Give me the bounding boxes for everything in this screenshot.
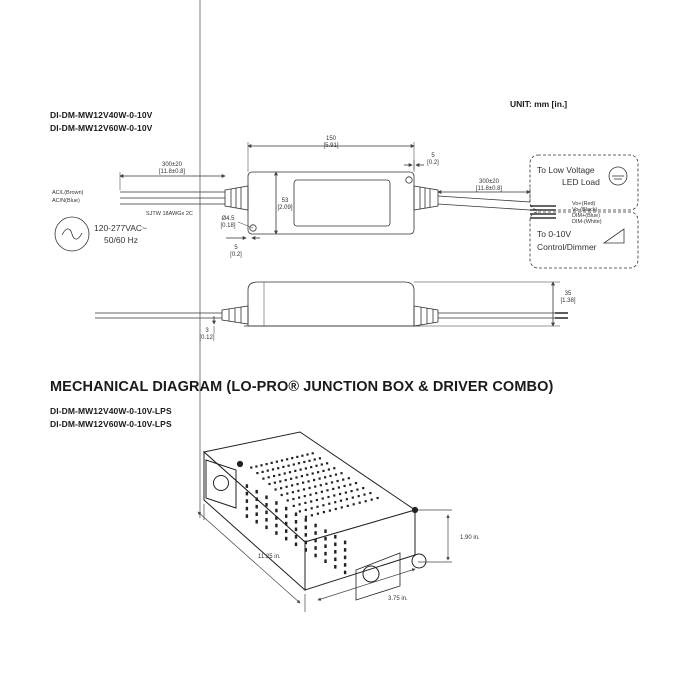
wire-label-brown: AC/L(Brown) bbox=[52, 190, 84, 196]
dim-lead-right-mm: 300±20 bbox=[479, 179, 500, 185]
unit-label: UNIT: mm [in.] bbox=[510, 99, 568, 109]
dim-height-in: [1.38] bbox=[560, 298, 575, 304]
dimmer-box bbox=[529, 211, 639, 269]
dim-length-in: [5.91] bbox=[323, 143, 338, 149]
dim-offset-in: [0.2] bbox=[230, 252, 242, 258]
dim-width-in: [2.09] bbox=[277, 205, 292, 211]
dim-length-mm: 150 bbox=[326, 136, 337, 142]
lps-model-40w: DI-DM-MW12V40W-0-10V-LPS bbox=[50, 406, 172, 416]
dim-hole-in: [0.18] bbox=[220, 223, 235, 229]
knockout-end-icon bbox=[411, 553, 427, 569]
dim-base-mm: 3 bbox=[205, 328, 209, 334]
wire-label-blue: AC/N(Blue) bbox=[52, 198, 80, 204]
ac-source-icon bbox=[54, 216, 90, 252]
model-number-40w: DI-DM-MW12V40W-0-10V bbox=[50, 110, 153, 120]
model-number-60w: DI-DM-MW12V60W-0-10V bbox=[50, 123, 153, 133]
load-label-line2: LED Load bbox=[562, 177, 600, 187]
load-label-line1: To Low Voltage bbox=[537, 165, 595, 175]
output-wire-red: Vo+(Red) bbox=[572, 201, 596, 207]
dimmer-label-line1: To 0-10V bbox=[537, 229, 571, 239]
section-title: MECHANICAL DIAGRAM (LO-PRO® JUNCTION BOX… bbox=[50, 379, 554, 395]
output-wire-dim-minus: DIM-(White) bbox=[572, 219, 602, 225]
led-load-icon bbox=[608, 166, 628, 186]
dim-tab-in: [0.2] bbox=[427, 160, 439, 166]
dim-height-mm: 35 bbox=[565, 291, 572, 297]
output-wire-black: Vo-(Black) bbox=[572, 207, 598, 213]
dim-lead-right-in: [11.8±0.8] bbox=[476, 186, 503, 192]
lps-model-60w: DI-DM-MW12V60W-0-10V-LPS bbox=[50, 419, 172, 429]
driver-body-side bbox=[247, 281, 415, 327]
knockout-left-icon bbox=[213, 475, 229, 491]
dimmer-label-line2: Control/Dimmer bbox=[537, 242, 597, 252]
ac-input-voltage: 120-277VAC~ bbox=[94, 223, 147, 233]
dim-width-mm: 53 bbox=[282, 198, 289, 204]
dim-base-in: [0.12] bbox=[199, 335, 214, 341]
load-box bbox=[529, 154, 639, 211]
dim-hole-mm: Ø4.5 bbox=[221, 216, 235, 222]
dim-tab-mm: 5 bbox=[431, 153, 435, 159]
box-width-label: 3.75 in. bbox=[388, 596, 408, 602]
cable-spec: SJTW 18AWGx 2C bbox=[146, 211, 193, 217]
dim-lead-left-mm: 300±20 bbox=[162, 162, 183, 168]
ac-input-frequency: 50/60 Hz bbox=[104, 235, 138, 245]
driver-label-panel bbox=[293, 179, 391, 227]
dim-lead-left-in: [11.8±0.8] bbox=[159, 169, 186, 175]
box-length-label: 11.25 in. bbox=[258, 554, 281, 560]
box-height-label: 1.90 in. bbox=[460, 535, 480, 541]
dim-offset-mm: 5 bbox=[234, 245, 238, 251]
output-wire-dim-plus: DIM+(Blue) bbox=[572, 213, 600, 219]
dimmer-ramp-icon bbox=[602, 228, 625, 244]
